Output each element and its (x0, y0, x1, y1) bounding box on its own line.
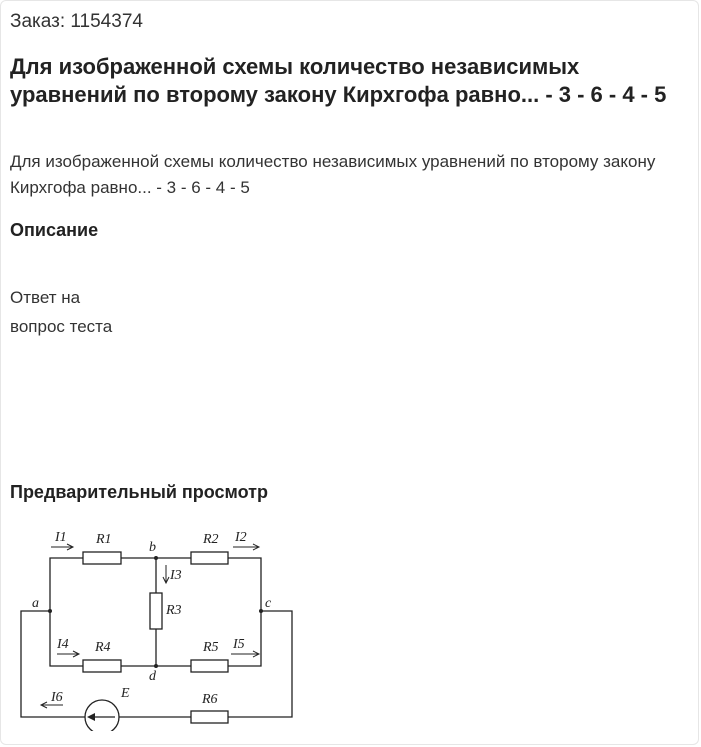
answer-line-2: вопрос теста (10, 317, 113, 336)
order-number: Заказ: 1154374 (10, 11, 143, 32)
answer-line-1: Ответ на (10, 288, 81, 307)
resistor-r4 (82, 659, 122, 673)
node-c-dot (259, 609, 263, 613)
resistor-r5 (190, 659, 229, 673)
label-r5: R5 (202, 640, 219, 655)
label-node-a: a (32, 596, 39, 611)
label-r3: R3 (165, 603, 182, 618)
label-i2: I2 (234, 530, 247, 545)
label-node-c: c (265, 596, 272, 611)
label-i3: I3 (169, 568, 182, 583)
circuit-diagram: I1 R1 b R2 I2 I3 R3 a c I4 R4 R5 I5 d I6… (20, 530, 293, 735)
label-source-e: E (120, 686, 130, 701)
label-i1: I1 (54, 530, 67, 545)
answer-text: Ответ на вопрос теста (10, 283, 210, 341)
resistor-r1 (82, 551, 122, 565)
circuit-wires (20, 557, 293, 718)
voltage-source (84, 699, 120, 735)
node-d-dot (154, 664, 158, 668)
label-r1: R1 (95, 532, 112, 547)
node-a-dot (48, 609, 52, 613)
page-title: Для изображенной схемы количество незави… (10, 54, 667, 107)
preview-heading: Предварительный просмотр (10, 482, 268, 502)
label-node-b: b (149, 540, 156, 555)
label-i5: I5 (232, 637, 245, 652)
label-r4: R4 (94, 640, 111, 655)
resistor-r3 (149, 592, 163, 630)
label-i6: I6 (50, 690, 63, 705)
current-arrows (39, 543, 261, 709)
label-r6: R6 (201, 692, 218, 707)
node-b-dot (154, 556, 158, 560)
resistor-r2 (190, 551, 229, 565)
description-heading: Описание (10, 220, 99, 240)
label-r2: R2 (202, 532, 219, 547)
resistor-r6 (190, 710, 229, 724)
circuit-preview: I1 R1 b R2 I2 I3 R3 a c I4 R4 R5 I5 d I6… (13, 521, 313, 735)
label-i4: I4 (56, 637, 69, 652)
label-node-d: d (149, 669, 157, 684)
question-text: Для изображенной схемы количество незави… (10, 152, 656, 197)
